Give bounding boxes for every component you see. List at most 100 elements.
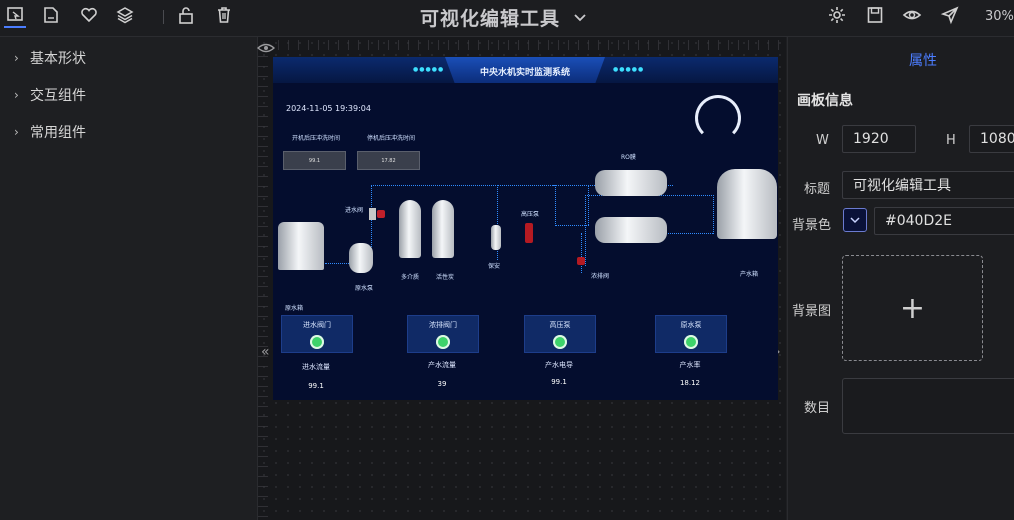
valve-handle [377, 210, 385, 218]
bg-image-upload[interactable]: + [842, 255, 983, 361]
eye-icon[interactable] [257, 41, 275, 55]
color-picker[interactable] [843, 208, 867, 232]
equipment-label: 活性炭 [436, 274, 455, 281]
equipment-label: RO膜 [621, 154, 636, 161]
heart-icon[interactable] [78, 4, 100, 26]
unlock-icon[interactable] [175, 4, 197, 26]
count-input[interactable] [842, 378, 1014, 434]
box-label: 开机后压冲洗时间 [292, 135, 341, 142]
height-label: H [946, 133, 956, 148]
pipe-segment [371, 185, 498, 261]
raw-pump [349, 243, 373, 273]
width-input[interactable]: 1920 [842, 125, 916, 153]
control-label: 进水阀门 [303, 321, 331, 329]
control-card[interactable]: 浓排阀门 [407, 315, 479, 353]
valve-icon [369, 208, 376, 220]
status-indicator[interactable] [684, 335, 698, 349]
raw-water-tank [278, 222, 324, 270]
height-input[interactable]: 1080 [969, 125, 1014, 153]
board-title: 中央水机实时监测系统 [479, 68, 570, 78]
header-dots-right: ●●●●● [613, 66, 645, 73]
toolbar-divider [163, 10, 164, 24]
board-datetime: 2024-11-05 19:39:04 [286, 104, 371, 113]
pipe-segment [581, 233, 582, 273]
gauge-widget [695, 95, 741, 141]
status-indicator[interactable] [553, 335, 567, 349]
pipe-segment [665, 195, 714, 234]
count-label: 数目 [804, 401, 831, 416]
control-label: 高压泵 [549, 321, 571, 329]
metric-label: 产水率 [679, 361, 701, 369]
pipe-segment [665, 233, 713, 234]
collapse-left-icon[interactable]: « [261, 344, 270, 360]
canvas-icon[interactable] [4, 4, 26, 28]
artboard[interactable]: 中央水机实时监测系统 ●●●●● ●●●●● 2024-11-05 19:39:… [273, 57, 778, 400]
component-sidebar: › 基本形状 › 交互组件 › 常用组件 [0, 37, 258, 520]
send-icon[interactable] [939, 4, 961, 26]
file-icon[interactable] [40, 4, 62, 26]
app-title[interactable]: 可视化编辑工具 [420, 8, 561, 30]
chevron-down-icon[interactable] [571, 8, 589, 26]
metric-value: 99.1 [308, 382, 324, 390]
plus-icon: + [899, 290, 926, 326]
control-label: 浓排阀门 [429, 321, 457, 329]
sidebar-item-label: 常用组件 [30, 125, 86, 141]
bg-color-input[interactable]: #040D2E [874, 207, 1014, 235]
product-water-tank [717, 169, 777, 239]
chevron-right-icon: › [14, 125, 19, 139]
metric-value: 18.12 [679, 379, 701, 387]
bg-color-label: 背景色 [792, 218, 832, 233]
control-card[interactable]: 原水泵 [655, 315, 727, 353]
width-label: W [816, 133, 829, 148]
title-label: 标题 [804, 182, 831, 197]
sidebar-item-basic-shapes[interactable]: › 基本形状 [14, 47, 86, 69]
sidebar-item-label: 交互组件 [30, 88, 86, 104]
status-indicator[interactable] [436, 335, 450, 349]
control-label: 原水泵 [680, 321, 702, 329]
metric-label: 产水流量 [428, 361, 456, 369]
control-card[interactable]: 进水阀门 [281, 315, 353, 353]
ruler-horizontal [278, 40, 786, 50]
sidebar-item-common[interactable]: › 常用组件 [14, 121, 86, 143]
metric-label: 产水电导 [545, 361, 573, 369]
value-box: 17.82 [357, 151, 420, 170]
pipe-segment [588, 185, 589, 225]
chevron-down-icon [850, 217, 860, 224]
security-filter [491, 225, 501, 250]
multi-media-filter [399, 200, 421, 258]
equipment-label: 进水阀 [345, 207, 364, 214]
chevron-right-icon: › [14, 88, 19, 102]
concentrate-valve [577, 257, 585, 265]
layers-icon[interactable] [114, 4, 136, 26]
zoom-level[interactable]: 30% [985, 9, 1014, 24]
pipe-segment [325, 263, 353, 264]
equipment-label: 高压泵 [521, 211, 540, 218]
ro-membrane-1 [595, 170, 667, 196]
ruler-vertical [258, 56, 268, 520]
gear-icon[interactable] [826, 4, 848, 26]
status-indicator[interactable] [310, 335, 324, 349]
sidebar-item-interactive[interactable]: › 交互组件 [14, 84, 86, 106]
properties-panel: 属性 画板信息 W 1920 H 1080 标题 可视化编辑工具 背景色 #04… [787, 37, 1014, 520]
metric-value: 39 [437, 380, 447, 388]
chevron-right-icon: › [14, 51, 19, 65]
equipment-label: 产水箱 [740, 271, 759, 278]
pipe-segment [497, 185, 498, 260]
eye-icon[interactable] [901, 4, 923, 26]
equipment-label: 原水泵 [355, 285, 374, 292]
top-toolbar: 可视化编辑工具 30% [0, 0, 1014, 37]
activated-carbon-filter [432, 200, 454, 258]
sidebar-item-label: 基本形状 [30, 51, 86, 67]
bg-image-label: 背景图 [792, 304, 832, 319]
title-input[interactable]: 可视化编辑工具 [842, 171, 1014, 199]
save-icon[interactable] [864, 4, 886, 26]
high-pressure-pump [525, 223, 533, 243]
box-label: 停机后压冲洗时间 [367, 135, 416, 142]
metric-value: 99.1 [551, 378, 567, 386]
trash-icon[interactable] [213, 4, 235, 26]
metric-label: 进水流量 [302, 363, 330, 371]
tab-properties[interactable]: 属性 [909, 53, 937, 69]
equipment-label: 保安 [488, 263, 501, 270]
equipment-label: 浓排阀 [591, 273, 610, 280]
control-card[interactable]: 高压泵 [524, 315, 596, 353]
